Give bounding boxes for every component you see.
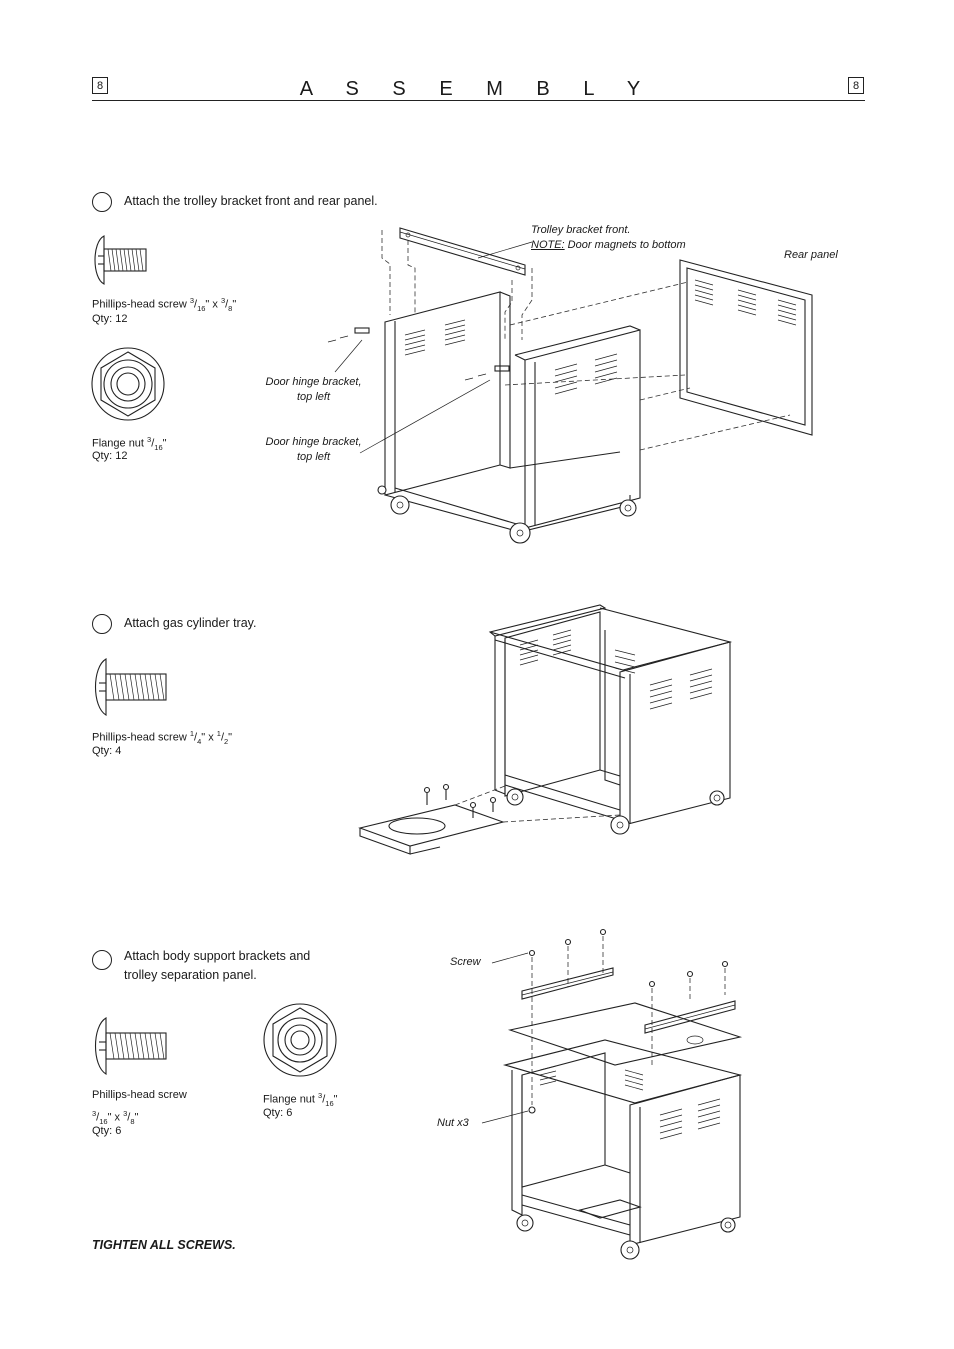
step-1-marker [92, 192, 112, 212]
step-2-screw-size-b: 1 [216, 729, 221, 738]
label-trolley-note: NOTE: [531, 239, 565, 251]
label-hinge-bracket-2: Door hinge bracket, top left [256, 435, 371, 465]
step-3-screw-size-b: 3 [123, 1109, 128, 1118]
step-1-assembly-diagram [327, 227, 813, 544]
flange-nut-icon [263, 1003, 337, 1077]
step-3-screw-size-a-den: 16 [99, 1116, 108, 1126]
step-1-screw-size-a: 3 [189, 296, 194, 305]
label-screw: Screw [450, 956, 481, 968]
label-hinge-1-line1: Door hinge bracket, [265, 376, 362, 388]
label-hinge-1-line2: top left [296, 391, 331, 403]
step-2-screw-label: Phillips-head screw [92, 731, 187, 744]
step-3-instruction-line1: Attach body support brackets and [124, 949, 311, 963]
step-2-marker [92, 614, 112, 634]
step-3-screw-size-b-den: 8 [130, 1116, 135, 1126]
phillips-screw-icon [95, 658, 167, 716]
label-trolley-bracket: Trolley bracket front. NOTE: Door magnet… [531, 223, 686, 253]
step-3-instruction: Attach body support brackets and trolley… [124, 947, 310, 985]
step-2-instruction: Attach gas cylinder tray. [124, 616, 257, 630]
step-1-screw-caption: Phillips-head screw 3/16" x 3/8" [92, 296, 237, 313]
label-hinge-bracket-1: Door hinge bracket, top left [256, 375, 371, 405]
page-title: A S S E M B L Y [299, 78, 655, 100]
phillips-screw-icon [94, 235, 147, 285]
step-2-screw-size-b-den: 2 [224, 736, 229, 746]
step-1-nut-label: Flange nut [92, 437, 144, 450]
label-trolley-line2: Door magnets to bottom [564, 239, 686, 251]
step-2-screw-qty: Qty: 4 [92, 745, 122, 757]
step-1-instruction: Attach the trolley bracket front and rea… [124, 194, 378, 208]
step-1-screw-size-b-den: 8 [228, 303, 233, 313]
step-2-assembly-diagram [358, 604, 733, 855]
step-3-nut-label: Flange nut [263, 1093, 315, 1106]
phillips-screw-icon [95, 1017, 167, 1075]
step-1-nut-qty: Qty: 12 [92, 450, 128, 462]
step-3-assembly-diagram [481, 928, 743, 1260]
step-1-screw-size-a-den: 16 [197, 303, 206, 313]
step-2-screw-size-a-den: 4 [197, 736, 202, 746]
step-3-instruction-line2: trolley separation panel. [124, 968, 257, 982]
step-1-screw-size-b: 3 [220, 296, 226, 305]
label-trolley-line1: Trolley bracket front. [531, 224, 631, 236]
step-3-screw-size-a: 3 [92, 1109, 97, 1118]
label-hinge-2-line2: top left [296, 451, 331, 463]
header-rule [92, 100, 865, 101]
step-1-nut-size-den: 16 [154, 442, 163, 452]
flange-nut-icon [91, 347, 165, 421]
step-3-marker [92, 950, 112, 970]
step-3-nut-caption: Flange nut 3/16" [263, 1091, 338, 1108]
label-nut: Nut x3 [437, 1117, 469, 1129]
step-3-screw-size: 3/16" x 3/8" [92, 1109, 139, 1126]
step-3-nut-qty: Qty: 6 [263, 1107, 293, 1119]
step-1-nut-caption: Flange nut 3/16" [92, 435, 167, 452]
page-number-right: 8 [848, 77, 864, 94]
step-3-nut-size-den: 16 [325, 1098, 334, 1108]
step-2-screw-caption: Phillips-head screw 1/4" x 1/2" [92, 729, 233, 746]
step-1-nut-size: 3 [147, 435, 152, 444]
tighten-screws-note: TIGHTEN ALL SCREWS. [92, 1238, 236, 1252]
step-1-screw-qty: Qty: 12 [92, 313, 128, 325]
step-3-nut-size: 3 [318, 1091, 323, 1100]
label-hinge-2-line1: Door hinge bracket, [265, 436, 362, 448]
step-3-screw-label: Phillips-head screw [92, 1089, 187, 1101]
label-rear-panel: Rear panel [784, 249, 838, 261]
step-1-screw-label: Phillips-head screw [92, 298, 187, 311]
step-2-screw-size-a: 1 [189, 729, 194, 738]
page-number-left: 8 [92, 77, 108, 94]
step-3-screw-qty: Qty: 6 [92, 1125, 122, 1137]
